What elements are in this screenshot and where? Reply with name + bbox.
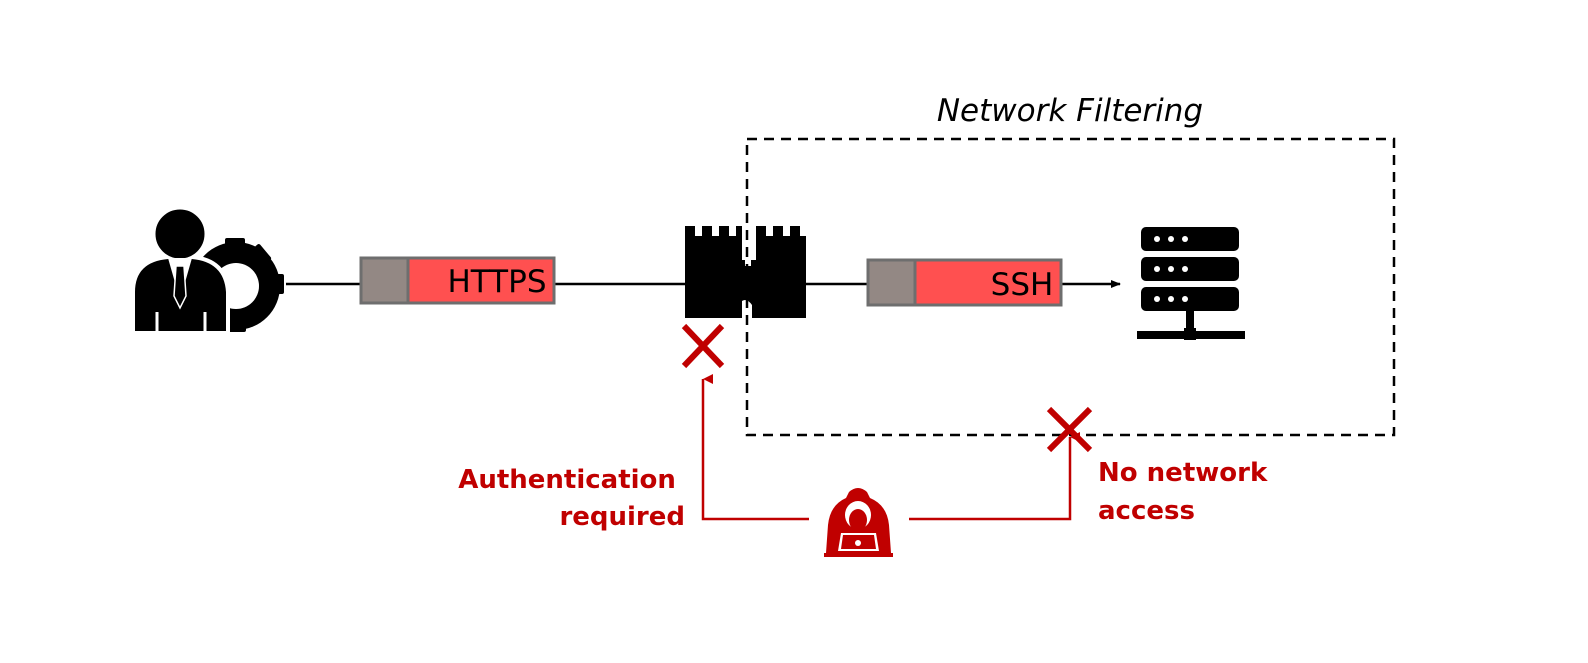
ssh-packet: SSH — [866, 258, 1063, 307]
network-label-line1: No network — [1098, 458, 1268, 488]
auth-label-line1: Authentication — [458, 465, 676, 495]
admin-gear-icon — [131, 206, 284, 335]
auth-label-line2: required — [559, 502, 685, 532]
cross-icon — [1046, 406, 1093, 453]
zone-label: Network Filtering — [937, 93, 1203, 129]
auth-required-label: Authentication required — [458, 465, 685, 532]
attack-path-network — [909, 432, 1080, 521]
server-icon — [1137, 227, 1245, 340]
castle-icon — [685, 226, 806, 318]
https-packet: HTTPS — [359, 256, 556, 305]
network-label-line2: access — [1098, 496, 1195, 526]
no-network-access-label: No network access — [1098, 458, 1276, 526]
https-packet-label: HTTPS — [447, 264, 546, 300]
ssh-packet-label: SSH — [991, 267, 1054, 303]
cross-icon — [681, 323, 725, 369]
attack-path-auth — [701, 374, 809, 521]
network-filtering-zone — [745, 137, 1396, 437]
hacker-icon — [824, 488, 893, 557]
